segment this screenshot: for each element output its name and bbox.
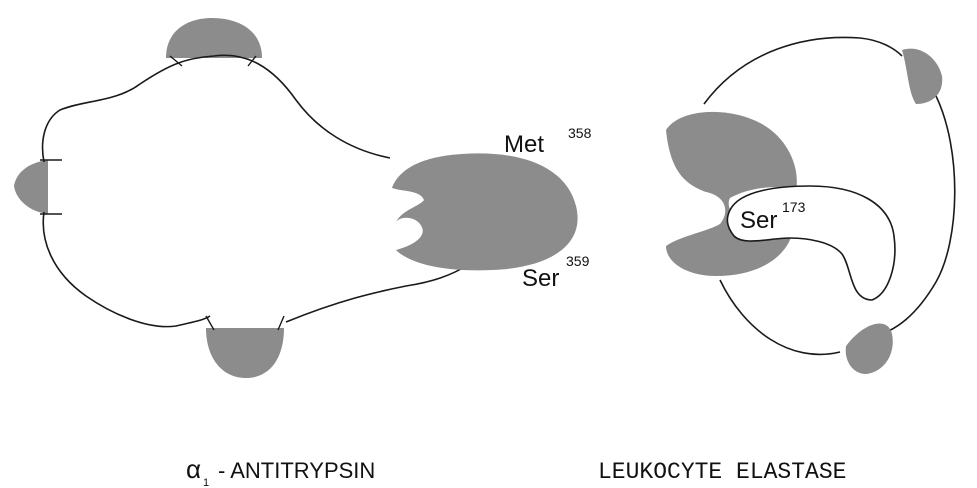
residue-ser-label: Ser bbox=[522, 265, 559, 292]
bottom-lobe-ticks bbox=[206, 316, 284, 330]
caption-elastase: LEUKOCYTE ELASTASE bbox=[598, 459, 846, 485]
caption-alpha-symbol: α bbox=[186, 454, 201, 484]
antitrypsin-molecule bbox=[14, 18, 578, 378]
antitrypsin-left-lobe bbox=[14, 160, 48, 214]
active-site-ser-number: 173 bbox=[782, 199, 806, 215]
antitrypsin-top-lobe bbox=[166, 18, 262, 58]
caption-alpha-subscript: 1 bbox=[203, 477, 209, 488]
antitrypsin-reactive-center bbox=[392, 153, 578, 270]
antitrypsin-caption: α 1 - ANTITRYPSIN bbox=[186, 454, 375, 488]
elastase-top-lobe bbox=[902, 49, 942, 104]
caption-antitrypsin-text: - ANTITRYPSIN bbox=[218, 458, 375, 483]
elastase-bottom-lobe bbox=[846, 324, 893, 374]
active-site-ser-label: Ser bbox=[740, 207, 777, 234]
residue-met-label: Met bbox=[504, 131, 544, 158]
residue-met-number: 358 bbox=[568, 125, 592, 141]
antitrypsin-outline bbox=[43, 55, 470, 326]
residue-ser-number: 359 bbox=[566, 253, 590, 269]
elastase-molecule bbox=[666, 37, 955, 374]
antitrypsin-bottom-lobe bbox=[206, 328, 284, 378]
